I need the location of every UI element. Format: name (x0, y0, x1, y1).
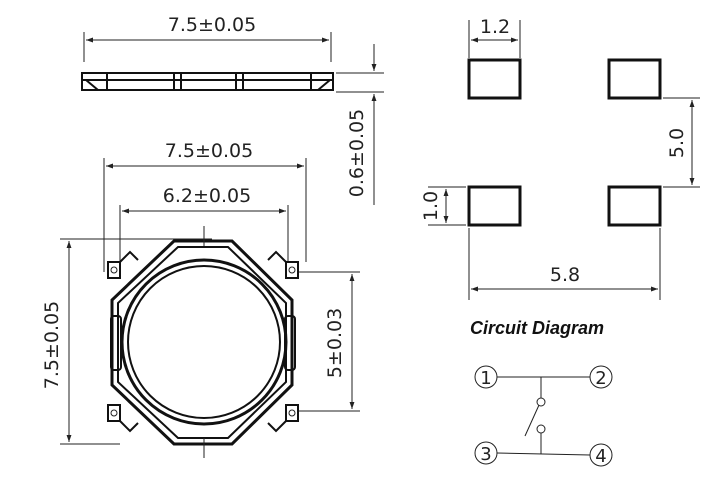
actuator-button (127, 265, 281, 419)
top-height-label: 7.5±0.05 (41, 301, 63, 389)
vertical-pitch-label: 5.0 (666, 128, 688, 158)
terminal-bottom-right (267, 404, 299, 433)
pad-footprint: 1.2 5.0 1.0 5.8 (420, 16, 700, 300)
side-body (81, 72, 334, 91)
terminal-top-right (267, 250, 299, 279)
switch-blade (524, 404, 540, 437)
side-height-label: 0.6±0.05 (346, 109, 368, 197)
side-width-label: 7.5±0.05 (168, 14, 256, 36)
pin-1-label: 1 (480, 368, 491, 389)
pad-height-label: 1.0 (420, 191, 442, 221)
pad-bottom-left (467, 185, 522, 227)
top-view: 7.5±0.05 6.2±0.05 7.5±0.05 5±0.03 (41, 140, 360, 458)
switch-contact-top (536, 397, 546, 407)
terminal-top-left (107, 250, 139, 279)
pad-width-label: 1.2 (480, 16, 510, 38)
switch-body (110, 239, 294, 446)
pad-bottom-right (607, 185, 662, 227)
pin-4-label: 4 (595, 446, 606, 467)
actuator-outer-ring (120, 258, 288, 426)
switch-contact-bottom (536, 424, 546, 434)
circuit-title: Circuit Diagram (470, 318, 604, 338)
pad-top-left (467, 58, 522, 100)
pad-top-right (607, 58, 662, 100)
top-inner-width-label: 6.2±0.05 (163, 185, 251, 207)
pin-3-label: 3 (480, 444, 491, 465)
top-outer-width-label: 7.5±0.05 (165, 140, 253, 162)
pin-2-label: 2 (595, 368, 606, 389)
circuit-diagram: Circuit Diagram 1 2 3 4 (470, 318, 613, 467)
terminal-bottom-left (107, 404, 139, 433)
top-pitch-label: 5±0.03 (324, 308, 346, 378)
side-view: 7.5±0.05 0.6±0.05 (81, 14, 384, 205)
horizontal-pitch-label: 5.8 (550, 264, 580, 286)
